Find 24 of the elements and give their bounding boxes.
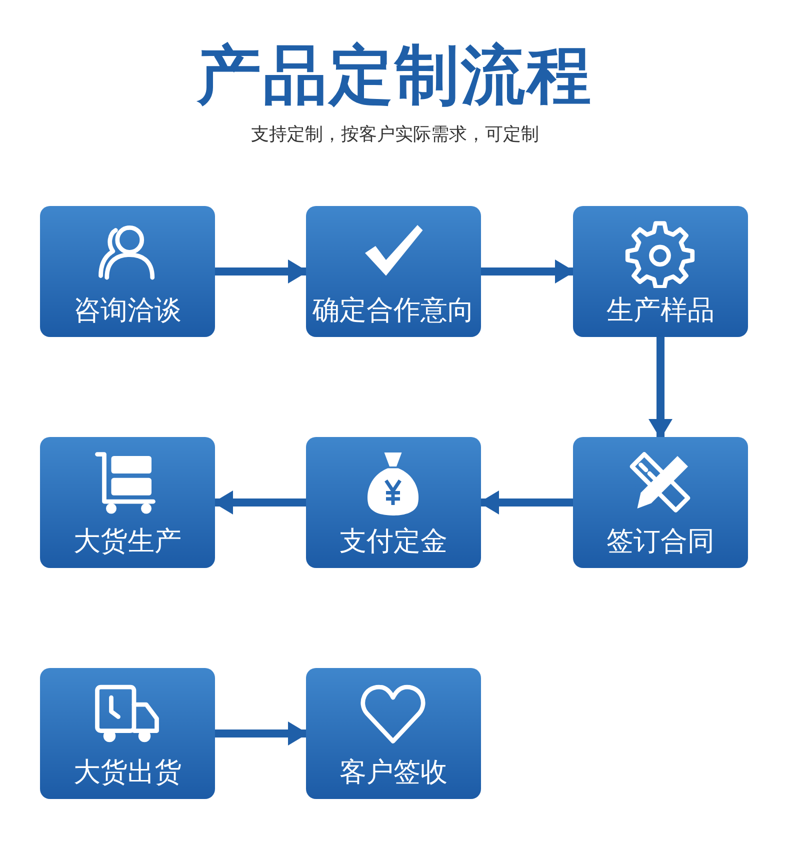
arrow xyxy=(215,722,308,746)
process-box xyxy=(40,206,215,337)
step-label: 大货出货 xyxy=(74,757,182,788)
process-box xyxy=(306,206,481,337)
step-label: 大货生产 xyxy=(74,526,182,557)
step-label: 客户签收 xyxy=(340,757,448,788)
step-label: 咨询洽谈 xyxy=(74,295,182,326)
step-label: 生产样品 xyxy=(606,295,714,326)
title: 产品定制流程 xyxy=(197,39,593,113)
arrow xyxy=(213,490,306,514)
process-box xyxy=(573,206,748,337)
step-label: 确定合作意向 xyxy=(312,295,474,326)
process-box xyxy=(573,437,748,568)
arrow xyxy=(648,337,672,439)
step-label: 签订合同 xyxy=(606,526,714,557)
process-box xyxy=(306,437,481,568)
arrow xyxy=(481,260,575,284)
arrow xyxy=(479,490,573,514)
subtitle: 支持定制，按客户实际需求，可定制 xyxy=(251,124,539,145)
process-box xyxy=(40,437,215,568)
arrow xyxy=(215,260,308,284)
process-box xyxy=(306,668,481,799)
process-box xyxy=(40,668,215,799)
step-label: 支付定金 xyxy=(340,526,448,557)
